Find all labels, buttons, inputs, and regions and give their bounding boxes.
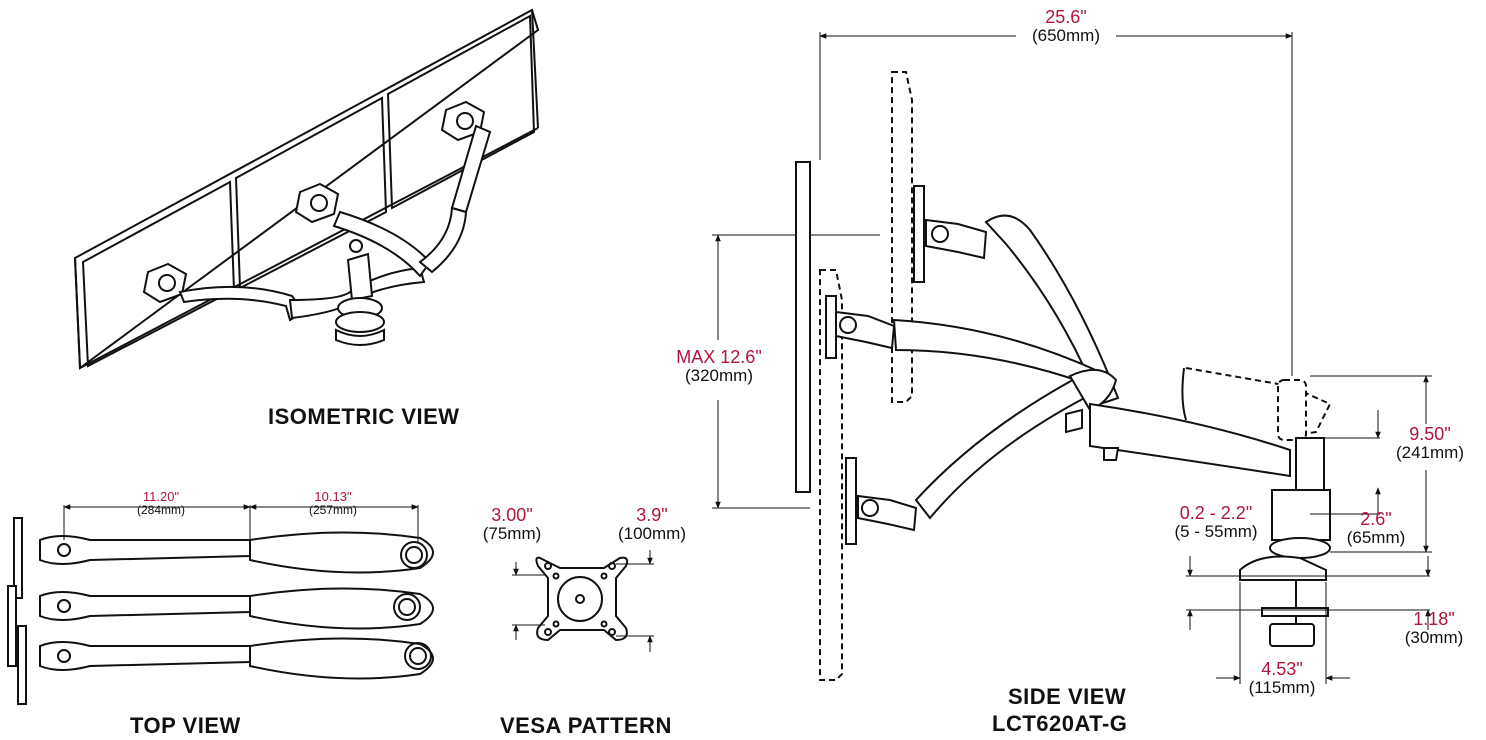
dim-overall-width-metric: (650mm) — [1031, 25, 1100, 45]
dim-clamp-depth-imperial: 1.18" — [1413, 609, 1455, 629]
dim-pole-height: 9.50" (241mm) — [1384, 425, 1476, 462]
dim-vesa-small-imperial: 3.00" — [491, 505, 533, 525]
dim-clamp-range-metric: (5 - 55mm) — [1174, 521, 1258, 541]
dim-clamp-depth: 1.18" (30mm) — [1392, 610, 1476, 647]
isometric-view-title: ISOMETRIC VIEW — [268, 404, 460, 429]
dim-collar-imperial: 2.6" — [1360, 509, 1392, 529]
dim-vesa-large-metric: (100mm) — [617, 523, 686, 543]
dim-base-width: 4.53" (115mm) — [1232, 660, 1332, 697]
dim-clamp-range-imperial: 0.2 - 2.2" — [1179, 503, 1253, 523]
dim-max-height: MAX 12.6" (320mm) — [664, 348, 774, 385]
dim-arm-inner-metric: (284mm) — [136, 502, 185, 517]
dim-pole-height-imperial: 9.50" — [1409, 424, 1451, 444]
dim-arm-inner-imperial: 11.20" — [142, 489, 180, 504]
side-view-title: SIDE VIEW — [1008, 684, 1127, 709]
dim-arm-outer-imperial: 10.13" — [314, 489, 352, 504]
dim-arm-inner: 11.20" (284mm) — [116, 490, 206, 516]
dim-collar: 2.6" (65mm) — [1338, 510, 1414, 547]
dim-base-width-imperial: 4.53" — [1261, 659, 1303, 679]
side-view-drawing — [712, 32, 1432, 684]
top-view-title: TOP VIEW — [130, 713, 241, 738]
dim-clamp-range: 0.2 - 2.2" (5 - 55mm) — [1158, 504, 1274, 541]
dim-vesa-large-imperial: 3.9" — [636, 505, 668, 525]
dim-overall-width-imperial: 25.6" — [1045, 7, 1087, 27]
dim-max-height-metric: (320mm) — [684, 365, 753, 385]
top-view-drawing — [7, 504, 434, 705]
dim-base-width-metric: (115mm) — [1248, 677, 1316, 697]
model-number: LCT620AT-G — [992, 711, 1128, 736]
dim-overall-width: 25.6" (650mm) — [1018, 8, 1114, 45]
dim-vesa-large: 3.9" (100mm) — [604, 506, 700, 543]
dim-max-height-imperial: MAX 12.6" — [676, 347, 762, 367]
isometric-drawing — [73, 8, 540, 370]
dim-clamp-depth-metric: (30mm) — [1404, 627, 1464, 647]
dim-vesa-small: 3.00" (75mm) — [470, 506, 554, 543]
dim-vesa-small-metric: (75mm) — [482, 523, 542, 543]
vesa-pattern-title: VESA PATTERN — [500, 713, 672, 738]
vesa-drawing — [512, 550, 654, 652]
dim-collar-metric: (65mm) — [1346, 527, 1406, 547]
dim-arm-outer-metric: (257mm) — [308, 502, 357, 517]
dim-pole-height-metric: (241mm) — [1395, 442, 1464, 462]
dim-arm-outer: 10.13" (257mm) — [288, 490, 378, 516]
